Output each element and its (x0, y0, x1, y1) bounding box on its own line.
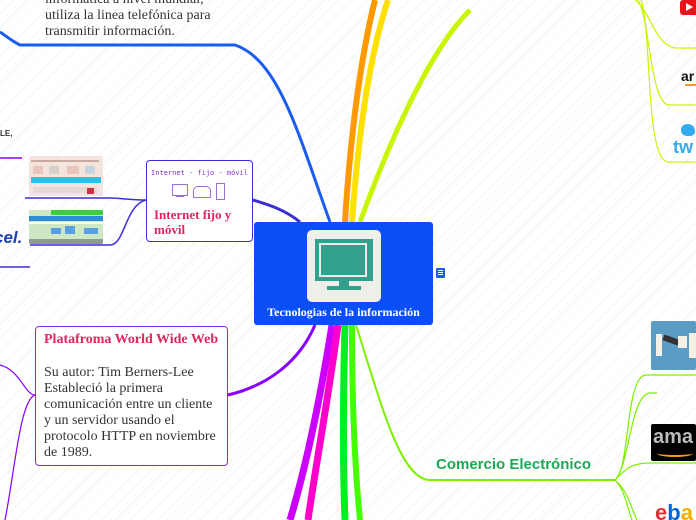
internet-fijo-movil-image-caption: Internet - fijo - móvil (151, 169, 248, 177)
branch-orange (342, 0, 378, 223)
body-line: Su autor: Tim Berners-Lee (44, 365, 194, 380)
branch-internet-desc (0, 30, 332, 223)
internet-desc-line: utiliza la linea telefónica para (45, 8, 211, 23)
sub-branch-www-1 (0, 364, 36, 396)
topic-internet-fijo-movil[interactable]: Internet - fijo - móvil Internet fijo y … (146, 160, 253, 242)
internet-description[interactable]: informática a nivel mundial, utiliza la … (45, 0, 211, 40)
branch-comercio (355, 324, 615, 481)
central-topic[interactable]: Tecnologias de la información (254, 222, 433, 325)
sub-branch-amazon-bottom (614, 462, 696, 481)
online-payment-image[interactable] (651, 321, 696, 370)
youtube-logo[interactable] (680, 0, 696, 15)
branch-www (227, 324, 317, 397)
devices-icon (172, 182, 227, 200)
sub-branch-ebay2 (616, 481, 638, 520)
body-line: y un servidor usando el (44, 413, 175, 428)
body-line: comunicación entre un cliente (44, 397, 213, 412)
ebay-logo[interactable]: eba (655, 502, 693, 520)
branch-pink (304, 324, 342, 520)
internet-plans-image-1[interactable] (29, 156, 103, 196)
central-topic-title: Tecnologias de la información (267, 305, 420, 319)
twitter-logo[interactable]: tw (673, 122, 696, 158)
body-line: protocolo HTTP en noviembre (44, 429, 216, 444)
branch-yellow (349, 0, 391, 223)
internet-plans-image-2[interactable] (29, 210, 103, 244)
internet-desc-line: transmitir información. (45, 24, 175, 39)
sub-branch-empty (614, 392, 657, 481)
label-cel-logo: cel. (0, 228, 23, 247)
sub-branch-twitter (640, 0, 696, 163)
topic-title: Internet fijo y móvil (154, 207, 232, 237)
branch-green (340, 324, 349, 520)
body-line: Estableció la primera (44, 381, 163, 396)
branch-green2 (349, 324, 363, 520)
sub-branch-fijo-2 (30, 199, 147, 246)
topic-title: Platafroma World Wide Web (44, 332, 219, 347)
topic-world-wide-web[interactable]: Platafroma World Wide Web Su autor: Tim … (35, 326, 228, 466)
sub-branch-fijo-1 (25, 197, 147, 201)
note-icon[interactable] (436, 268, 445, 278)
sub-branch-amazon-top (637, 0, 696, 106)
monitor-icon (307, 230, 381, 302)
amazon-logo-top[interactable]: ar (681, 66, 696, 92)
topic-comercio-electronico[interactable]: Comercio Electrónico (436, 456, 592, 473)
topic-body: Su autor: Tim Berners-Lee Estableció la … (44, 365, 216, 461)
sub-branch-ebay (614, 479, 633, 520)
amazon-logo-bottom[interactable]: ama (651, 424, 696, 461)
sub-branch-www-2 (4, 394, 36, 520)
branch-lime-top (357, 8, 472, 223)
internet-desc-line: informática a nivel mundial, (45, 0, 211, 8)
label-le: LE, (0, 129, 13, 138)
body-line: de 1989. (44, 445, 93, 460)
branch-magenta (286, 324, 336, 520)
branch-internet-fijo (252, 198, 301, 224)
